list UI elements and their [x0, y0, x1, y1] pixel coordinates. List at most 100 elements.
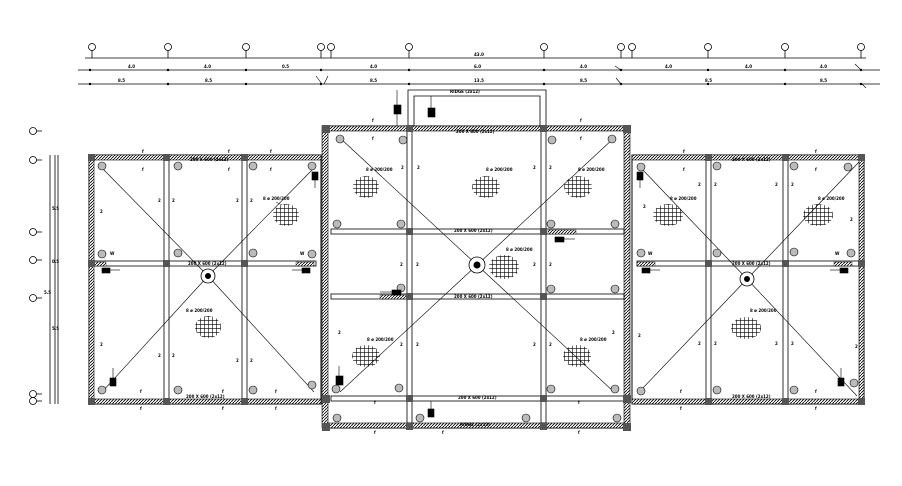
svg-text:2: 2	[643, 204, 646, 209]
svg-text:2: 2	[417, 165, 420, 170]
grid-bubble[interactable]	[617, 43, 625, 59]
svg-text:2: 2	[549, 165, 552, 170]
svg-text:4.0: 4.0	[128, 64, 135, 69]
svg-text:2: 2	[775, 182, 778, 187]
svg-text:f: f	[374, 430, 376, 435]
svg-text:2: 2	[158, 198, 161, 203]
svg-text:8 ø 200/200: 8 ø 200/200	[670, 196, 697, 201]
svg-text:f: f	[270, 167, 272, 172]
svg-text:8.5: 8.5	[118, 78, 125, 83]
svg-text:f: f	[228, 149, 230, 154]
svg-text:2: 2	[250, 198, 253, 203]
center-labels: f f f f 200 X 600 (2x12) 200 X 600 (2x12…	[338, 118, 615, 435]
left-dimension-texts: 5.5 0.5 5.5 5.5	[44, 206, 59, 331]
svg-text:4.0: 4.0	[580, 64, 587, 69]
grid-bubble[interactable]	[405, 43, 413, 59]
svg-text:f: f	[372, 118, 374, 123]
wall-bottom	[631, 398, 865, 405]
downpipe-markers	[335, 90, 575, 418]
grid-bubbles-top	[88, 43, 865, 59]
svg-text:2: 2	[533, 165, 536, 170]
mesh-patch	[353, 176, 379, 198]
grid-bubble[interactable]	[317, 43, 325, 59]
grid-bubble[interactable]	[327, 43, 335, 59]
grid-bubble[interactable]	[781, 43, 789, 59]
svg-text:0.5: 0.5	[52, 259, 59, 264]
grid-bubble[interactable]	[857, 43, 865, 59]
svg-text:200 X 600 (2x12): 200 X 600 (2x12)	[732, 394, 771, 399]
svg-text:2: 2	[855, 344, 858, 349]
mesh-patch	[731, 317, 761, 339]
grid-bubble[interactable]	[29, 390, 43, 398]
left-wing-labels: f f f f f f 200 X 600 (2x12) 200 X 600 (…	[100, 149, 305, 411]
svg-text:8.5: 8.5	[580, 78, 587, 83]
grid-bubble[interactable]	[88, 43, 96, 59]
svg-text:f: f	[580, 118, 582, 123]
column-markers	[636, 161, 859, 396]
grid-bubble[interactable]	[29, 156, 43, 164]
svg-text:4.0: 4.0	[370, 64, 377, 69]
svg-text:2: 2	[158, 353, 161, 358]
grid-bubble[interactable]	[29, 256, 43, 264]
svg-text:f: f	[815, 149, 817, 154]
svg-text:RIDGE (2x12): RIDGE (2x12)	[460, 422, 490, 427]
mesh-patch	[563, 345, 591, 367]
svg-text:f: f	[374, 400, 376, 405]
svg-text:f: f	[140, 406, 142, 411]
svg-text:8 ø 200/200: 8 ø 200/200	[818, 196, 845, 201]
svg-text:f: f	[270, 149, 272, 154]
svg-text:8.5: 8.5	[705, 78, 712, 83]
svg-text:f: f	[683, 149, 685, 154]
svg-text:5.5: 5.5	[44, 290, 51, 295]
svg-text:8 ø 200/200: 8 ø 200/200	[366, 167, 393, 172]
svg-text:43.0: 43.0	[474, 52, 484, 57]
grid-bubble[interactable]	[540, 43, 548, 59]
right-wing-labels: f f f f 200 X 600 (2x12) 200 X 600 (2x12…	[638, 149, 858, 411]
corner-posts	[705, 154, 865, 405]
svg-text:8.5: 8.5	[820, 78, 827, 83]
svg-text:200 X 600 (2x12): 200 X 600 (2x12)	[454, 228, 493, 233]
svg-text:8 ø 200/200: 8 ø 200/200	[486, 167, 513, 172]
svg-text:2: 2	[638, 333, 641, 338]
mesh-patch	[803, 204, 833, 226]
svg-text:2: 2	[850, 217, 853, 222]
grid-bubble[interactable]	[29, 228, 43, 236]
svg-text:f: f	[142, 167, 144, 172]
svg-text:2: 2	[172, 353, 175, 358]
svg-text:2: 2	[338, 330, 341, 335]
svg-text:W: W	[110, 251, 115, 256]
svg-text:8 ø 200/200: 8 ø 200/200	[186, 308, 213, 313]
grid-bubble[interactable]	[164, 43, 172, 59]
grid-bubble[interactable]	[704, 43, 712, 59]
svg-text:W: W	[835, 251, 840, 256]
grid-bubble[interactable]	[29, 127, 43, 135]
svg-text:f: f	[228, 167, 230, 172]
svg-text:200 X 600 (2x12): 200 X 600 (2x12)	[456, 129, 495, 134]
svg-text:8.5: 8.5	[205, 78, 212, 83]
svg-text:2: 2	[400, 342, 403, 347]
svg-text:200 X 600 (2x12): 200 X 600 (2x12)	[186, 394, 225, 399]
column-markers	[331, 134, 622, 423]
grid-bubbles-left	[29, 127, 43, 405]
top-dimension-lines	[78, 57, 880, 85]
grid-bubble[interactable]	[29, 294, 43, 302]
svg-text:200 X 600 (2x12): 200 X 600 (2x12)	[190, 157, 229, 162]
svg-text:2: 2	[698, 182, 701, 187]
svg-text:8 ø 200/200: 8 ø 200/200	[506, 247, 533, 252]
grid-bubble[interactable]	[628, 43, 636, 59]
svg-text:2: 2	[400, 262, 403, 267]
svg-text:2: 2	[612, 330, 615, 335]
corner-posts	[322, 125, 631, 431]
svg-text:W: W	[300, 251, 305, 256]
svg-text:2: 2	[100, 209, 103, 214]
svg-text:f: f	[680, 406, 682, 411]
grid-bubble[interactable]	[29, 397, 43, 405]
svg-text:4.0: 4.0	[204, 64, 211, 69]
svg-text:2: 2	[236, 358, 239, 363]
grid-bubble[interactable]	[242, 43, 250, 59]
svg-text:f: f	[815, 389, 817, 394]
svg-text:2: 2	[236, 198, 239, 203]
svg-text:f: f	[580, 136, 582, 141]
svg-text:RIDGE (2x12): RIDGE (2x12)	[450, 89, 480, 94]
